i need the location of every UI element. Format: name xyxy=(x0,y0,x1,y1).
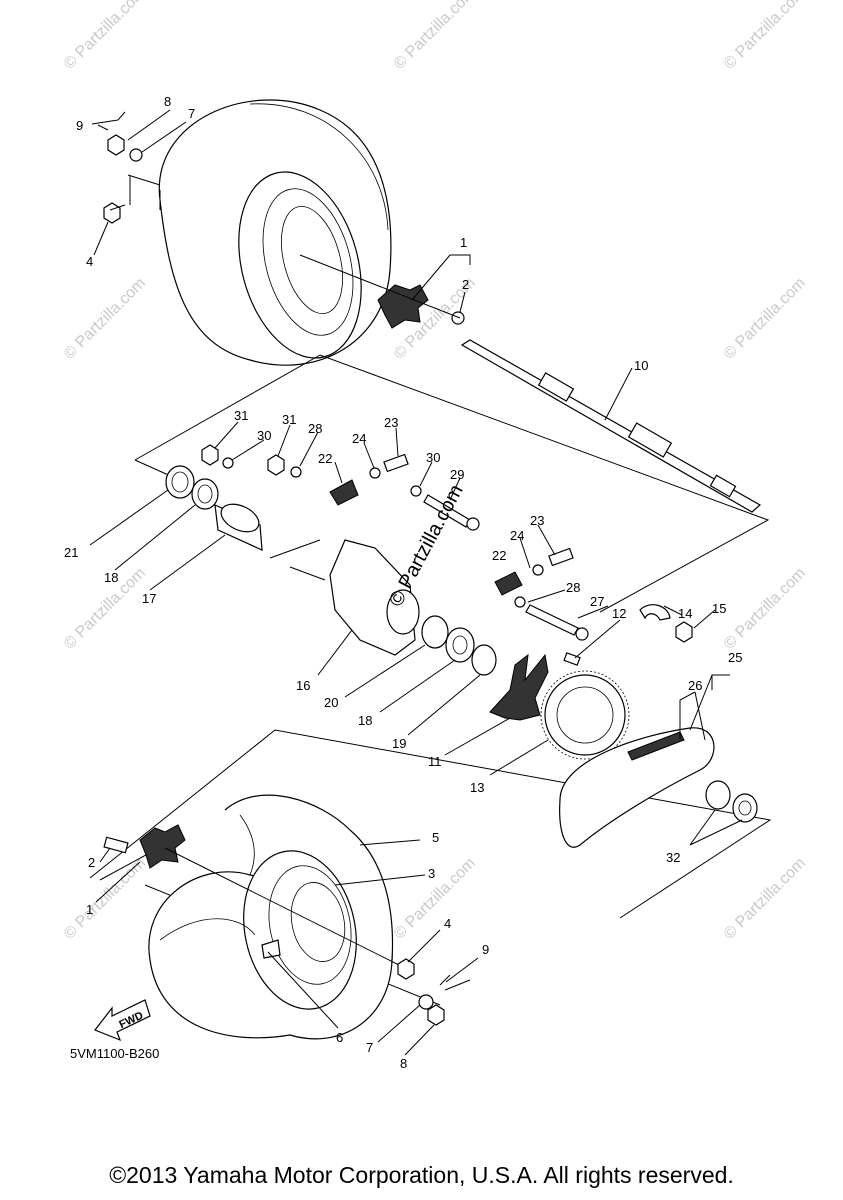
callout-2: 2 xyxy=(462,277,469,292)
rear-axle xyxy=(460,339,762,513)
callout-30: 30 xyxy=(426,450,440,465)
leader-lines xyxy=(89,109,743,1056)
watermark: © Partzilla.com xyxy=(721,855,809,943)
callout-6: 6 xyxy=(336,1030,343,1045)
callout-31: 31 xyxy=(234,408,248,423)
callout-12: 12 xyxy=(612,606,626,621)
callout-7: 7 xyxy=(366,1040,373,1055)
fwd-arrow: FWD xyxy=(94,999,151,1042)
callout-1: 1 xyxy=(86,902,93,917)
callout-24: 24 xyxy=(510,528,524,543)
callout-14: 14 xyxy=(678,606,692,621)
callout-25: 25 xyxy=(728,650,742,665)
upper-fasteners xyxy=(97,111,161,224)
watermark: © Partzilla.com xyxy=(721,0,809,73)
callout-2: 2 xyxy=(88,855,95,870)
sprocket-group xyxy=(489,653,630,760)
upper-tire xyxy=(158,99,392,366)
watermark: © Partzilla.com xyxy=(391,0,479,73)
callout-27: 27 xyxy=(590,594,604,609)
callout-13: 13 xyxy=(470,780,484,795)
callout-30: 30 xyxy=(257,428,271,443)
callout-22: 22 xyxy=(492,548,506,563)
callout-16: 16 xyxy=(296,678,310,693)
lower-tire xyxy=(148,794,394,1040)
callout-31: 31 xyxy=(282,412,296,427)
diagram-code: 5VM1100-B260 xyxy=(70,1046,160,1061)
axle-housing-group xyxy=(165,465,497,676)
watermark: © Partzilla.com xyxy=(721,565,809,653)
callout-1: 1 xyxy=(460,235,467,250)
callout-26: 26 xyxy=(688,678,702,693)
callout-18: 18 xyxy=(104,570,118,585)
callout-28: 28 xyxy=(566,580,580,595)
callout-29: 29 xyxy=(450,467,464,482)
watermark: © Partzilla.com xyxy=(61,855,149,943)
watermark: © Partzilla.com xyxy=(61,0,149,73)
drive-chain xyxy=(559,727,758,848)
callout-7: 7 xyxy=(188,106,195,121)
callout-5: 5 xyxy=(432,830,439,845)
copyright-notice: ©2013 Yamaha Motor Corporation, U.S.A. A… xyxy=(109,1162,734,1188)
callout-9: 9 xyxy=(482,942,489,957)
small-fasteners xyxy=(201,444,693,666)
callout-21: 21 xyxy=(64,545,78,560)
callout-19: 19 xyxy=(392,736,406,751)
callout-23: 23 xyxy=(384,415,398,430)
callout-28: 28 xyxy=(308,421,322,436)
callout-4: 4 xyxy=(444,916,451,931)
callout-23: 23 xyxy=(530,513,544,528)
callout-20: 20 xyxy=(324,695,338,710)
callout-8: 8 xyxy=(164,94,171,109)
callout-22: 22 xyxy=(318,451,332,466)
callout-11: 11 xyxy=(428,754,442,769)
callout-32: 32 xyxy=(666,850,680,865)
callout-10: 10 xyxy=(634,358,648,373)
watermark: © Partzilla.com xyxy=(61,275,149,363)
callout-4: 4 xyxy=(86,254,93,269)
callout-3: 3 xyxy=(428,866,435,881)
callout-18: 18 xyxy=(358,713,372,728)
lower-hub xyxy=(103,824,406,969)
callout-17: 17 xyxy=(142,591,156,606)
callout-24: 24 xyxy=(352,431,366,446)
watermark: © Partzilla.com xyxy=(721,275,809,363)
callout-15: 15 xyxy=(712,601,726,616)
lower-fasteners xyxy=(261,939,471,1026)
callout-labels: 9 8 7 4 1 2 10 31 30 31 28 24 23 22 30 2… xyxy=(64,94,742,1071)
callout-9: 9 xyxy=(76,118,83,133)
callout-8: 8 xyxy=(400,1056,407,1071)
